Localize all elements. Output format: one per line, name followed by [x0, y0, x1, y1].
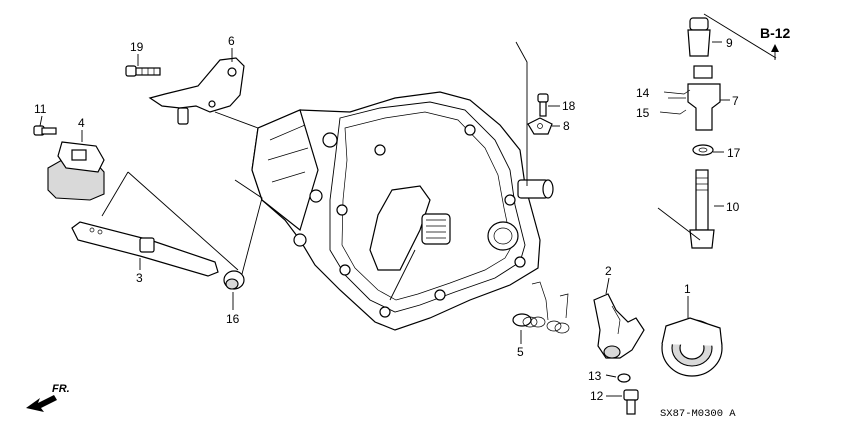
callout-5: 5 [517, 345, 524, 359]
callout-6: 6 [228, 34, 235, 48]
part-10-driven-gear [689, 169, 724, 249]
reference-label: B-12 [760, 25, 791, 41]
callout-3: 3 [136, 271, 143, 285]
part-17-washer [692, 144, 724, 156]
part-19-bolt [125, 54, 161, 77]
reference-up-arrow-icon [771, 44, 779, 52]
part-3-release-rod [71, 171, 239, 277]
callout-10: 10 [726, 200, 740, 214]
diagram-code: SX87-M0300 A [660, 408, 736, 420]
part-5-spring [512, 281, 570, 344]
part-15-o-ring [659, 109, 687, 115]
callout-16: 16 [226, 312, 240, 326]
callout-11: 11 [34, 102, 47, 116]
part-9-sensor [687, 17, 722, 57]
part-14-clip [663, 89, 691, 99]
part-4-switch [47, 130, 105, 201]
callout-12: 12 [590, 389, 604, 403]
callout-2: 2 [605, 264, 612, 278]
callout-9: 9 [726, 36, 733, 50]
callout-4: 4 [78, 116, 85, 130]
part-16-boot [223, 179, 263, 310]
callout-7: 7 [732, 94, 739, 108]
part-8-stay [527, 117, 560, 135]
callout-18: 18 [562, 99, 576, 113]
part-7-gear-holder [687, 65, 730, 131]
front-label: FR. [52, 383, 70, 395]
reference-box-line [703, 13, 777, 59]
callout-8: 8 [563, 119, 570, 133]
part-12-bolt [606, 389, 639, 415]
callout-1: 1 [684, 282, 691, 296]
part-18-bolt [537, 93, 560, 117]
callout-14: 14 [636, 86, 650, 100]
part-1-release-bearing [661, 296, 723, 377]
callout-15: 15 [636, 106, 650, 120]
callout-13: 13 [588, 369, 602, 383]
part-13-washer [605, 373, 631, 383]
front-arrow-icon [26, 395, 57, 412]
callout-17: 17 [727, 146, 741, 160]
part-11-bolt [33, 115, 57, 136]
part-2-release-fork [593, 277, 645, 359]
sensor-leader-line [657, 207, 701, 241]
transmission-case [251, 91, 554, 331]
part-6-bracket [148, 48, 259, 129]
leader-line [515, 41, 528, 186]
callout-19: 19 [130, 40, 144, 54]
